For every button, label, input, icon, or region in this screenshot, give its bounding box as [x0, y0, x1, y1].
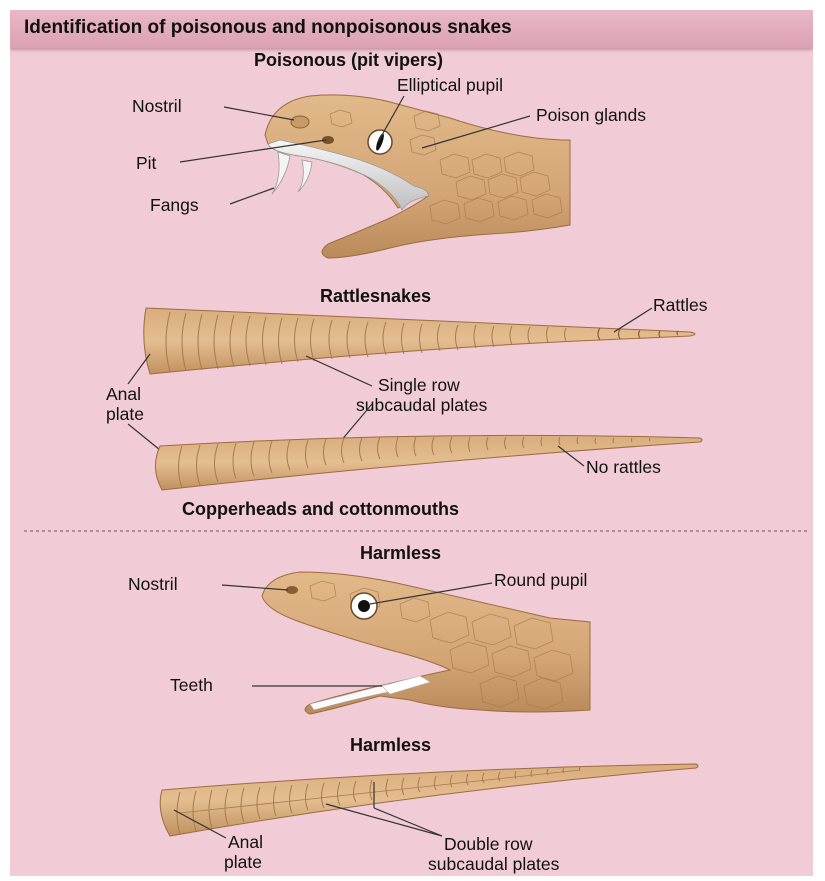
- section-harmless-head: Harmless: [360, 543, 441, 563]
- section-poisonous: Poisonous (pit vipers): [254, 50, 443, 70]
- rattlesnake-tail: [144, 308, 695, 374]
- label-nostril-1: Nostril: [132, 96, 182, 116]
- leader-single-row-1: [306, 356, 372, 386]
- leader-double-row-2: [374, 808, 442, 836]
- label-poison-glands: Poison glands: [536, 105, 646, 125]
- section-rattlesnakes: Rattlesnakes: [320, 286, 431, 306]
- leader-double-row-3: [326, 804, 442, 836]
- label-anal-plate-2b: plate: [224, 852, 262, 872]
- pit-viper-head: [265, 95, 570, 258]
- label-single-row-a: Single row: [378, 375, 460, 395]
- leader-anal-plate-2: [128, 424, 160, 450]
- label-double-row-b: subcaudal plates: [428, 854, 560, 874]
- figure-frame: Identification of poisonous and nonpoiso…: [10, 10, 813, 876]
- label-elliptical-pupil: Elliptical pupil: [397, 75, 503, 95]
- label-rattles: Rattles: [653, 295, 708, 315]
- label-nostril-2: Nostril: [128, 574, 178, 594]
- label-single-row-b: subcaudal plates: [356, 395, 488, 415]
- label-round-pupil: Round pupil: [494, 570, 587, 590]
- label-teeth: Teeth: [170, 675, 213, 695]
- section-copperheads: Copperheads and cottonmouths: [182, 499, 459, 519]
- label-pit: Pit: [136, 153, 157, 173]
- label-fangs: Fangs: [150, 195, 199, 215]
- label-double-row-a: Double row: [444, 834, 533, 854]
- label-anal-plate-1a: Anal: [106, 384, 141, 404]
- leader-rattles: [614, 308, 652, 332]
- section-harmless-tail: Harmless: [350, 735, 431, 755]
- harmless-head: [262, 572, 590, 714]
- label-no-rattles: No rattles: [586, 457, 661, 477]
- label-anal-plate-1b: plate: [106, 404, 144, 424]
- snake-diagram: Poisonous (pit vipers) Nostril Elliptica…: [10, 10, 813, 876]
- harmless-tail: [160, 764, 698, 836]
- label-anal-plate-2a: Anal: [228, 832, 263, 852]
- leader-anal-plate-1: [128, 354, 150, 384]
- leader-fangs: [230, 188, 274, 204]
